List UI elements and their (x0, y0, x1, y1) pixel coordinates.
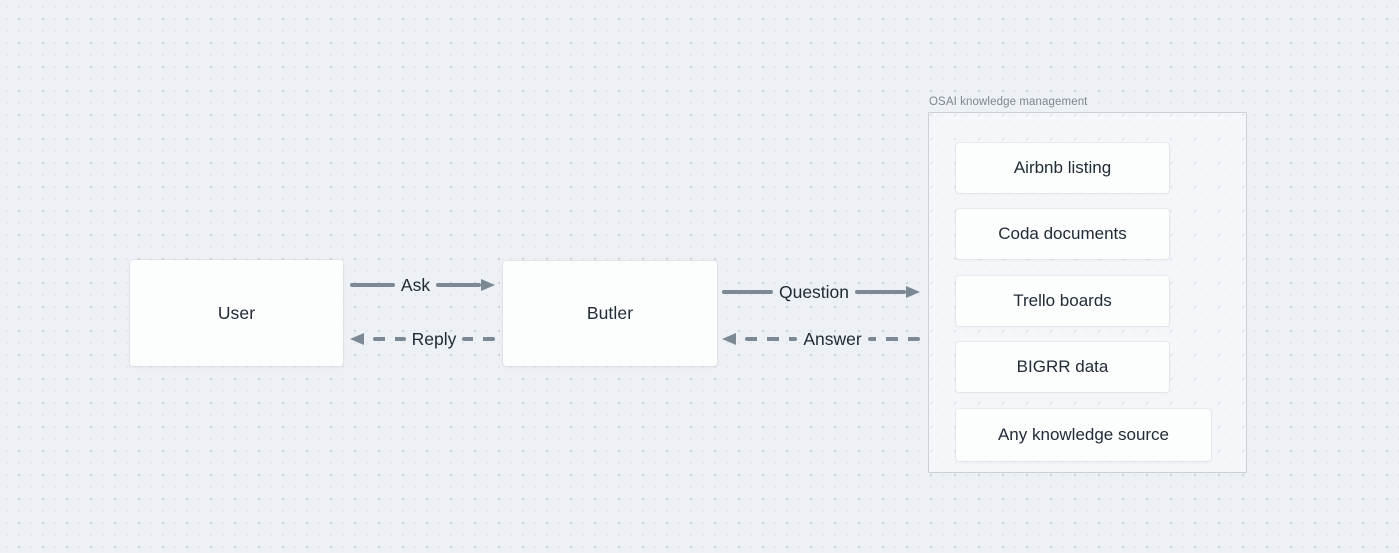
arrow-line (350, 283, 395, 287)
connector-question[interactable]: Question (722, 281, 921, 303)
node-trello-boards-label: Trello boards (1013, 291, 1112, 310)
node-coda-documents-label: Coda documents (998, 224, 1127, 243)
frame-title[interactable]: OSAI knowledge management (929, 96, 1088, 108)
frame-osai-knowledge-management[interactable]: Airbnb listing Coda documents Trello boa… (928, 112, 1247, 473)
arrowhead-left-icon (722, 333, 736, 345)
node-any-knowledge-source-label: Any knowledge source (997, 425, 1170, 444)
connector-answer[interactable]: Answer (722, 328, 921, 350)
node-user[interactable]: User (130, 260, 343, 366)
connector-ask-label: Ask (400, 274, 431, 295)
arrowhead-right-icon (906, 286, 921, 298)
connector-question-label: Question (778, 281, 850, 302)
node-any-knowledge-source[interactable]: Any knowledge source (956, 409, 1211, 461)
connector-reply-label: Reply (411, 328, 457, 349)
arrow-line-dashed (462, 337, 495, 341)
arrowhead-right-icon (481, 279, 495, 291)
node-bigrr-data[interactable]: BIGRR data (956, 342, 1169, 392)
connector-answer-label: Answer (803, 328, 862, 349)
node-airbnb-listing[interactable]: Airbnb listing (956, 143, 1169, 193)
arrow-line (436, 283, 481, 287)
node-butler[interactable]: Butler (503, 261, 717, 366)
connector-reply[interactable]: Reply (350, 328, 495, 350)
arrow-line-dashed (745, 337, 798, 341)
arrow-line-dashed (867, 337, 921, 341)
node-coda-documents[interactable]: Coda documents (956, 209, 1169, 259)
node-user-label: User (217, 302, 256, 323)
arrow-line (722, 290, 773, 294)
node-trello-boards[interactable]: Trello boards (956, 276, 1169, 326)
connector-ask[interactable]: Ask (350, 274, 495, 296)
arrow-line-dashed (373, 337, 406, 341)
node-airbnb-listing-label: Airbnb listing (1013, 158, 1112, 177)
arrowhead-left-icon (350, 333, 364, 345)
arrow-line (855, 290, 907, 294)
node-butler-label: Butler (586, 303, 634, 323)
node-bigrr-data-label: BIGRR data (1016, 357, 1109, 376)
